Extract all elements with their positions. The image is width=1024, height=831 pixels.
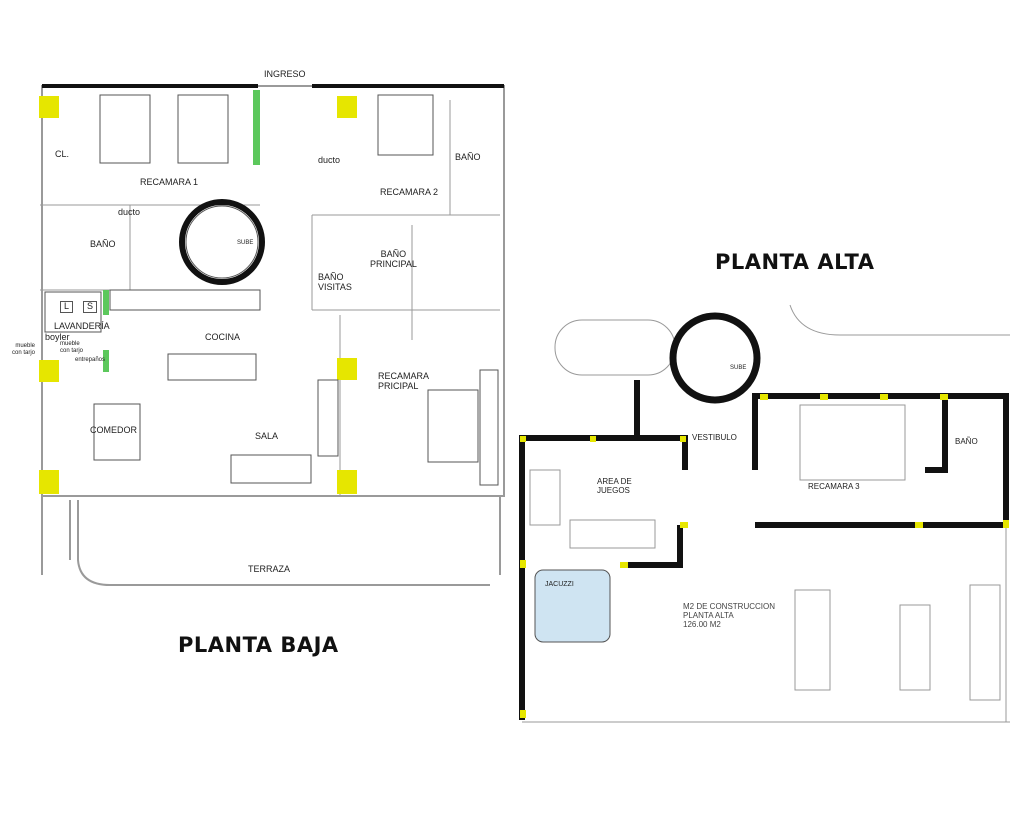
label-stair-baja: SUBE xyxy=(237,240,254,246)
label-bano-alta: BAÑO xyxy=(955,437,978,446)
spiral-stair-baja xyxy=(179,199,265,285)
label-area-juegos: AREA DE JUEGOS xyxy=(597,477,632,495)
label-bano-2: BAÑO xyxy=(455,152,481,162)
label-jacuzzi: JACUZZI xyxy=(545,581,574,588)
label-bano-visitas: BAÑO VISITAS xyxy=(318,272,352,292)
label-closet: CL. xyxy=(55,149,70,159)
label-vestibulo: VESTIBULO xyxy=(692,433,737,442)
planta-baja-walls xyxy=(40,85,505,586)
title-planta-baja: PLANTA BAJA xyxy=(178,633,339,657)
label-lavanderia: LAVANDERÍA xyxy=(54,321,110,331)
label-ducto-2: ducto xyxy=(318,155,341,165)
label-stair-alta: SUBE xyxy=(730,365,747,371)
label-comedor: COMEDOR xyxy=(90,425,137,435)
label-bano-1: BAÑO xyxy=(90,239,116,249)
label-ducto: ducto xyxy=(118,207,141,217)
title-planta-alta: PLANTA ALTA xyxy=(715,250,875,274)
jacuzzi xyxy=(534,569,611,643)
label-recamara-principal: RECAMARA PRICIPAL xyxy=(378,371,430,391)
dryer: S xyxy=(83,301,98,313)
label-sala: SALA xyxy=(255,431,279,441)
label-recamara-3: RECAMARA 3 xyxy=(808,482,860,491)
planta-alta-walls xyxy=(519,380,1009,720)
spiral-stair-alta xyxy=(669,312,761,404)
label-recamara-1: RECAMARA 1 xyxy=(140,177,199,187)
label-bano-principal: BAÑO PRINCIPAL xyxy=(370,249,417,269)
planta-baja-columns xyxy=(39,96,357,494)
washer: L xyxy=(60,301,74,313)
label-mueble-2: mueble con tarjo xyxy=(60,341,84,354)
furniture xyxy=(44,94,499,486)
label-boyler: boyler xyxy=(45,332,70,342)
label-terraza: TERRAZA xyxy=(248,564,291,574)
label-entrepanos: entrepaños xyxy=(75,357,106,363)
label-m2-construccion: M2 DE CONSTRUCCION PLANTA ALTA 126.00 M2 xyxy=(683,602,776,629)
label-recamara-2: RECAMARA 2 xyxy=(380,187,439,197)
label-ingreso: INGRESO xyxy=(264,69,306,79)
label-cocina: COCINA xyxy=(205,332,241,342)
label-mueble-1: mueble con tarjo xyxy=(12,343,36,356)
